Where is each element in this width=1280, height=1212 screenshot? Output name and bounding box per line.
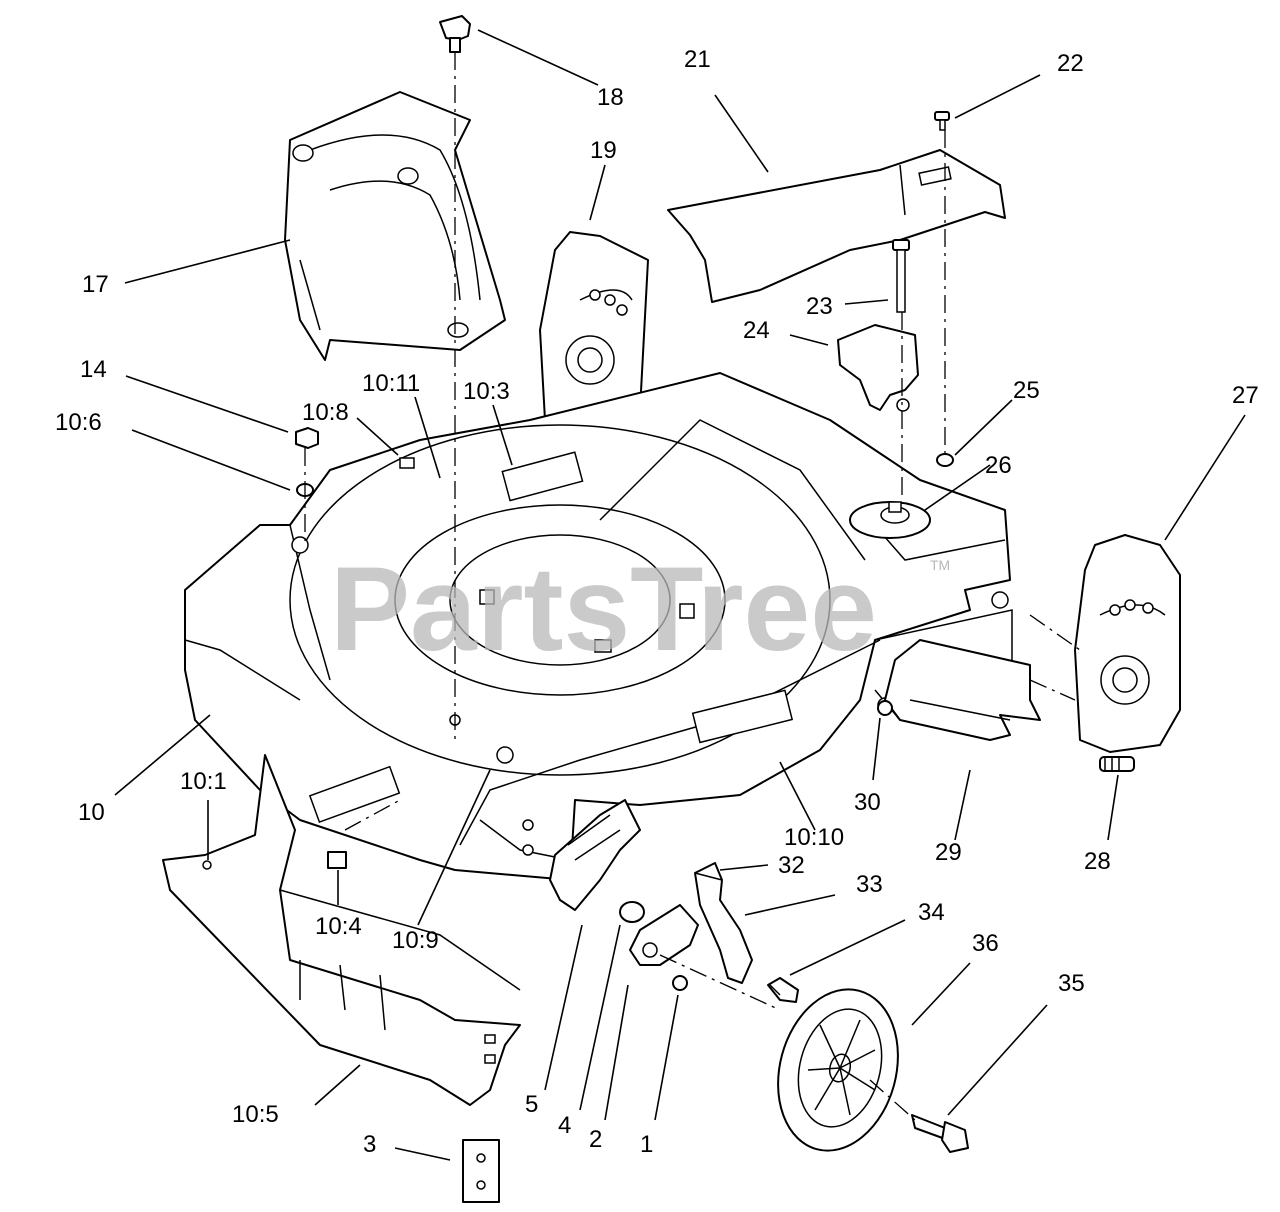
callout-10-5: 10:5 (232, 1101, 279, 1128)
callout-10: 10 (78, 799, 105, 826)
callout-23: 23 (806, 293, 833, 320)
part-24-bracket[interactable] (837, 324, 919, 412)
callout-14: 14 (80, 356, 107, 383)
assembly-axes (304, 52, 1081, 1121)
leader-lines (114, 29, 1246, 1161)
watermark: PartsTree TM (330, 542, 950, 676)
callout-30: 30 (854, 789, 881, 816)
part-1-nut[interactable] (672, 975, 688, 991)
callout-17: 17 (82, 271, 109, 298)
callout-1: 1 (640, 1131, 653, 1158)
part-28-screw[interactable] (1099, 756, 1135, 772)
part-30-nut[interactable] (877, 700, 893, 716)
part-3-plate[interactable] (462, 1139, 500, 1203)
watermark-trademark: TM (930, 557, 950, 573)
callout-25: 25 (1013, 377, 1040, 404)
part-10-mower-deck[interactable] (184, 372, 1013, 881)
callout-10-4: 10:4 (315, 913, 362, 940)
callout-10-9: 10:9 (392, 927, 439, 954)
part-10-5-skirt[interactable] (162, 754, 521, 1106)
part-5-sector-plate[interactable] (549, 799, 641, 911)
callout-36: 36 (972, 930, 999, 957)
callout-33: 33 (856, 871, 883, 898)
callout-10-11: 10:11 (362, 370, 420, 397)
callout-32: 32 (778, 852, 805, 879)
callout-2: 2 (589, 1126, 602, 1153)
callout-18: 18 (597, 84, 624, 111)
part-29-rear-bar[interactable] (884, 639, 1041, 741)
part-23-bolt[interactable] (892, 239, 910, 313)
part-34-bolt[interactable] (767, 977, 799, 1003)
callout-26: 26 (985, 452, 1012, 479)
callouts: 18 17 19 21 22 23 24 14 10:8 10:11 10:3 … (55, 46, 1259, 1158)
callout-28: 28 (1084, 848, 1111, 875)
callout-4: 4 (558, 1112, 571, 1139)
watermark-text: PartsTree (330, 542, 877, 676)
part-2-bracket[interactable] (629, 904, 699, 966)
part-10-4-clip[interactable] (327, 851, 347, 869)
part-27-adjust-plate[interactable] (1074, 534, 1181, 753)
callout-35: 35 (1058, 970, 1085, 997)
callout-29: 29 (935, 839, 962, 866)
part-26-pulley[interactable] (849, 501, 931, 539)
callout-19: 19 (590, 137, 617, 164)
callout-22: 22 (1057, 50, 1084, 77)
callout-3: 3 (363, 1131, 376, 1158)
part-32-33-lever[interactable] (694, 862, 753, 984)
callout-10-10: 10:10 (784, 824, 844, 851)
callout-24: 24 (743, 317, 770, 344)
part-21-rear-cover[interactable] (667, 149, 1006, 303)
callout-10-8: 10:8 (302, 399, 349, 426)
callout-34: 34 (918, 899, 945, 926)
part-14-nut[interactable] (295, 427, 319, 449)
part-19-adjust-plate[interactable] (539, 231, 649, 431)
callout-10-1: 10:1 (180, 768, 227, 795)
callout-10-6: 10:6 (55, 409, 102, 436)
callout-27: 27 (1232, 382, 1259, 409)
part-35-axle-bolt[interactable] (911, 1114, 969, 1153)
part-22-bolt[interactable] (934, 111, 950, 131)
part-4-washer[interactable] (619, 901, 645, 923)
part-25-washer[interactable] (936, 453, 954, 467)
part-17-chute-cover[interactable] (284, 91, 506, 361)
callout-21: 21 (684, 46, 711, 73)
part-36-wheel[interactable] (761, 976, 915, 1164)
part-18-knob[interactable] (439, 15, 471, 53)
callout-5: 5 (525, 1091, 538, 1118)
callout-10-3: 10:3 (463, 378, 510, 405)
